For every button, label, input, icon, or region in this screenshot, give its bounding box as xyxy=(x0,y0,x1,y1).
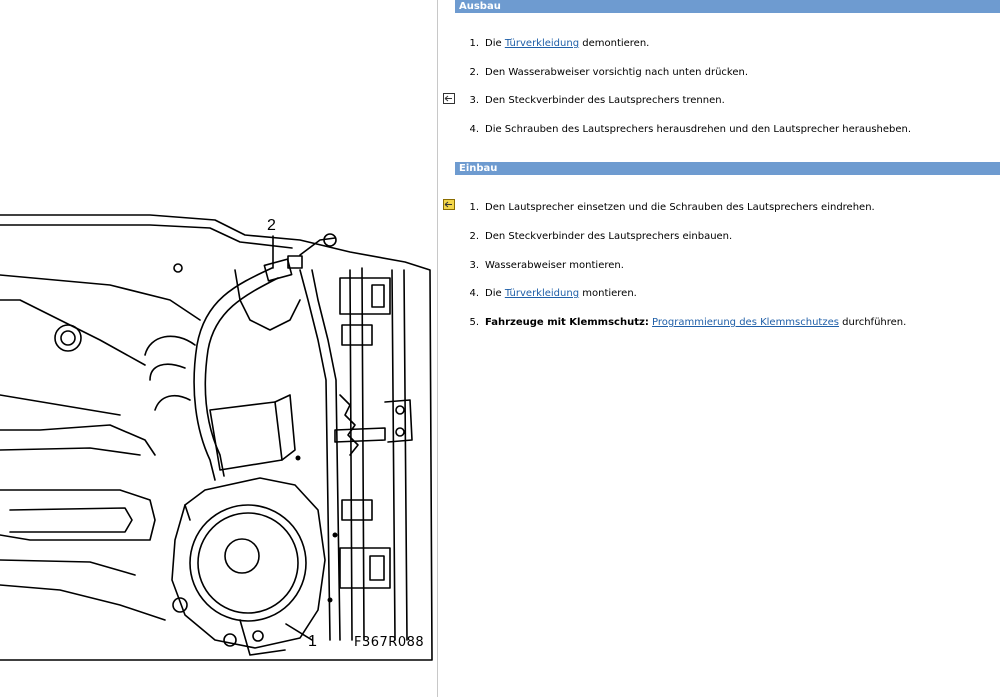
section-header-einbau: Einbau xyxy=(455,162,1000,175)
step-number: 2. xyxy=(469,67,479,78)
step-number: 2. xyxy=(469,231,479,242)
step-number: 1. xyxy=(469,202,479,213)
einbau-step-2: 2. Den Steckverbinder des Lautsprechers e… xyxy=(451,231,732,243)
step-text: durchführen. xyxy=(838,317,907,328)
link-tuerverkleidung[interactable]: Türverkleidung xyxy=(504,38,580,49)
step-text: Den Lautsprecher einsetzen und die Schra… xyxy=(485,202,875,213)
step-text: Die xyxy=(485,288,505,299)
einbau-step-5: 5. Fahrzeuge mit Klemmschutz: Programmier… xyxy=(451,317,906,329)
callout-1: 1 xyxy=(308,633,317,650)
step-number: 5. xyxy=(469,317,479,328)
figure-reference-icon[interactable] xyxy=(443,199,455,210)
ausbau-step-2: 2. Den Wasserabweiser vorsichtig nach unt… xyxy=(451,67,748,79)
step-text: Die xyxy=(485,38,505,49)
pane-divider[interactable] xyxy=(437,0,438,697)
step-number: 1. xyxy=(469,38,479,49)
step-number: 4. xyxy=(469,124,479,135)
link-tuerverkleidung[interactable]: Türverkleidung xyxy=(504,288,580,299)
einbau-step-1: 1. Den Lautsprecher einsetzen und die Sch… xyxy=(451,202,875,214)
ausbau-step-4: 4. Die Schrauben des Lautsprechers heraus… xyxy=(451,124,911,136)
door-speaker-drawing xyxy=(0,214,433,661)
step-number: 3. xyxy=(469,260,479,271)
step-text: demontieren. xyxy=(579,38,650,49)
ausbau-step-1: 1. Die Türverkleidung demontieren. xyxy=(451,38,649,50)
step-text: montieren. xyxy=(579,288,637,299)
section-header-ausbau: Ausbau xyxy=(455,0,1000,13)
link-programmierung-klemmschutz[interactable]: Programmierung des Klemmschutzes xyxy=(652,317,839,328)
instructions-pane: Ausbau 1. Die Türverkleidung demontieren.… xyxy=(438,0,1000,697)
step-number: 4. xyxy=(469,288,479,299)
step-text: Den Wasserabweiser vorsichtig nach unten… xyxy=(485,67,749,78)
step-text: Den Steckverbinder des Lautsprechers tre… xyxy=(485,95,725,106)
einbau-step-3: 3. Wasserabweiser montieren. xyxy=(451,260,624,272)
step-number: 3. xyxy=(469,95,479,106)
callout-2: 2 xyxy=(267,217,276,234)
ausbau-step-3: 3. Den Steckverbinder des Lautsprechers t… xyxy=(451,95,725,107)
step-text: Den Steckverbinder des Lautsprechers ein… xyxy=(485,231,733,242)
figure-pane: 2 1 F367R088 xyxy=(0,0,437,697)
figure-reference-icon[interactable] xyxy=(443,93,455,104)
step-text: Wasserabweiser montieren. xyxy=(485,260,624,271)
step-condition: Fahrzeuge mit Klemmschutz: xyxy=(485,317,649,328)
einbau-step-4: 4. Die Türverkleidung montieren. xyxy=(451,288,637,300)
step-text: Die Schrauben des Lautsprechers herausdr… xyxy=(485,124,912,135)
figure-label: F367R088 xyxy=(354,635,425,650)
